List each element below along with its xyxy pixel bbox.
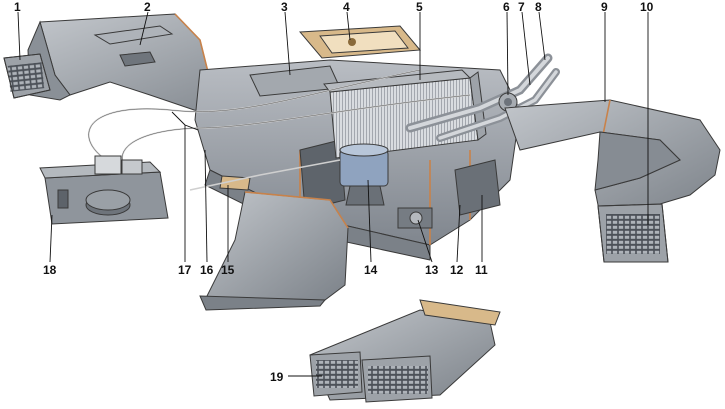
label-15: 15 bbox=[221, 263, 235, 277]
label-8: 8 bbox=[535, 0, 542, 14]
label-9: 9 bbox=[601, 0, 608, 14]
label-19: 19 bbox=[270, 370, 284, 384]
callout-numbers: 1 2 3 4 5 6 7 8 9 10 11 12 13 14 15 16 1… bbox=[14, 0, 654, 384]
heater-control-unit bbox=[39, 155, 169, 225]
label-4: 4 bbox=[343, 0, 350, 14]
label-2: 2 bbox=[144, 0, 151, 14]
servo-bracket bbox=[397, 207, 433, 229]
right-air-vent-nozzle bbox=[597, 203, 669, 263]
label-12: 12 bbox=[450, 263, 464, 277]
label-18: 18 bbox=[43, 263, 57, 277]
label-13: 13 bbox=[425, 263, 439, 277]
label-14: 14 bbox=[364, 263, 378, 277]
label-11: 11 bbox=[475, 263, 488, 277]
label-10: 10 bbox=[640, 0, 654, 14]
label-7: 7 bbox=[518, 0, 525, 14]
blower-motor bbox=[339, 143, 389, 206]
floor-air-outlet bbox=[199, 175, 349, 311]
label-16: 16 bbox=[200, 263, 214, 277]
left-air-vent-nozzle bbox=[3, 53, 51, 99]
top-cover-plate bbox=[298, 25, 422, 59]
label-3: 3 bbox=[281, 0, 288, 14]
leader-lines bbox=[17, 11, 649, 377]
label-5: 5 bbox=[416, 0, 423, 14]
label-6: 6 bbox=[503, 0, 510, 14]
rear-floor-duct bbox=[309, 299, 501, 403]
label-1: 1 bbox=[14, 0, 21, 14]
right-air-duct bbox=[504, 99, 721, 216]
label-17: 17 bbox=[178, 263, 192, 277]
